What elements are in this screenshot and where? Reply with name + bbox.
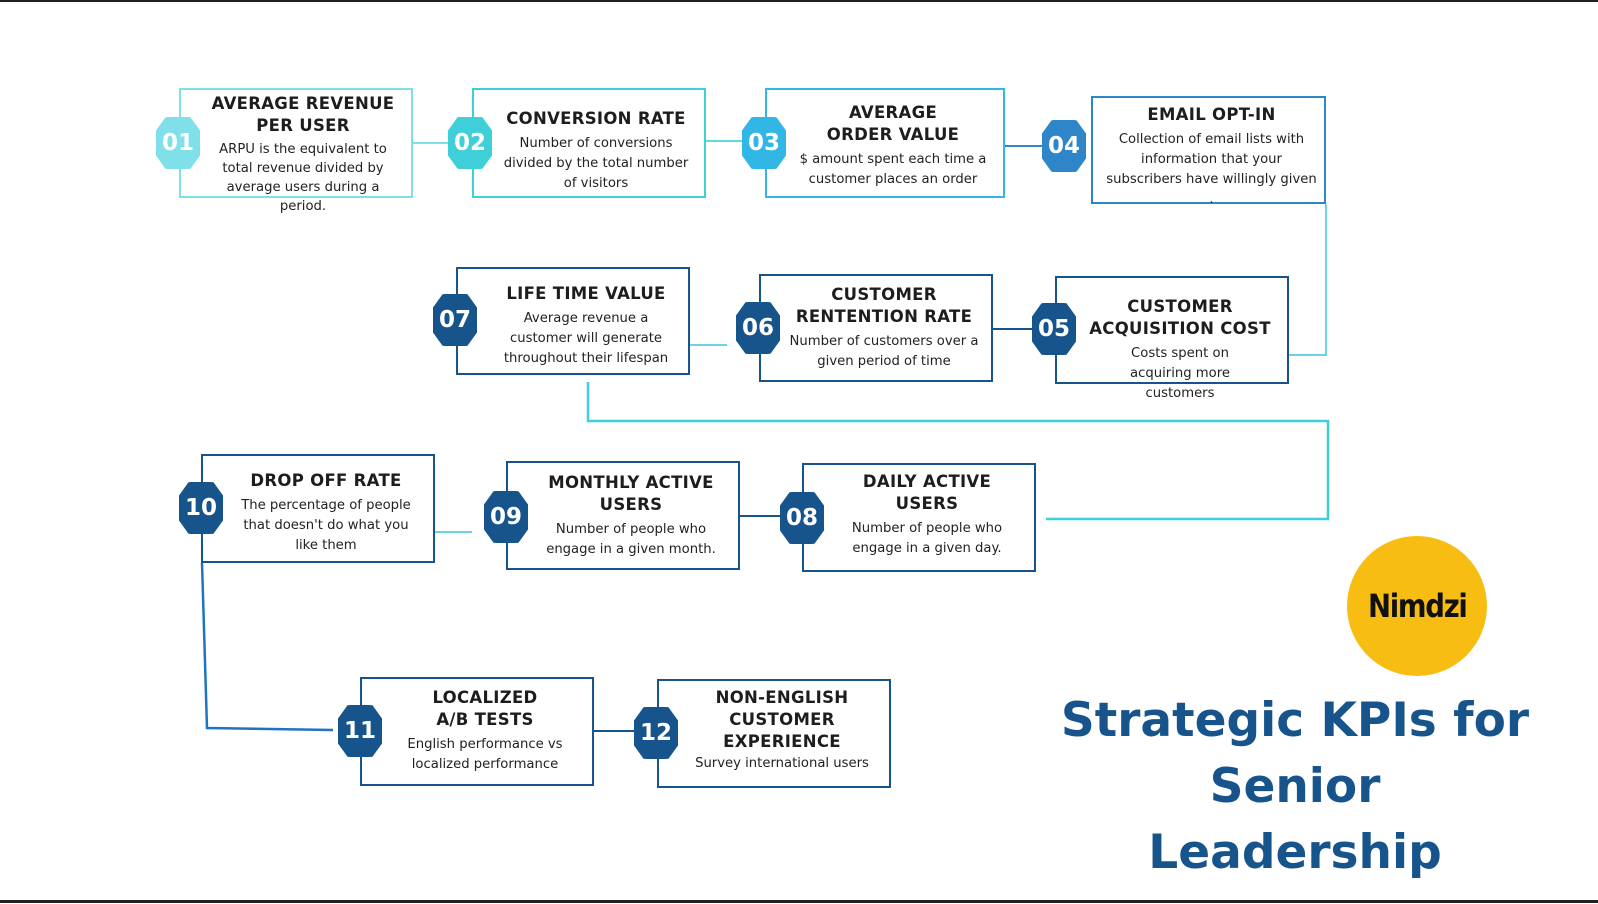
kpi-title: CUSTOMER ACQUISITION COST: [1089, 297, 1271, 338]
nimdzi-logo: Nimdzi: [1347, 536, 1487, 676]
bottom-border: [0, 900, 1598, 903]
kpi-description: Number of people who engage in a given d…: [851, 521, 1003, 556]
connector-07-08: [586, 382, 1330, 521]
kpi-description: Number of people who engage in a given m…: [546, 522, 716, 557]
kpi-number-badge: 05: [1032, 303, 1076, 355]
page-title: Strategic KPIs for Senior Leadership: [1060, 688, 1530, 886]
kpi-number-badge: 11: [338, 705, 382, 757]
kpi-title: NON-ENGLISH CUSTOMER EXPERIENCE: [715, 688, 849, 751]
kpi-card-06: CUSTOMER RENTENTION RATE Number of custo…: [759, 274, 993, 382]
kpi-description: Collection of email lists with informati…: [1106, 132, 1317, 207]
kpi-description: ARPU is the equivalent to total revenue …: [219, 142, 387, 214]
kpi-number-badge: 04: [1042, 120, 1086, 172]
kpi-number-badge: 01: [156, 117, 200, 169]
kpi-title: DROP OFF RATE: [250, 471, 402, 490]
logo-text: Nimdzi: [1367, 587, 1468, 625]
kpi-number-badge: 06: [736, 302, 780, 354]
kpi-card-05: CUSTOMER ACQUISITION COST Costs spent on…: [1055, 276, 1289, 401]
kpi-number-badge: 10: [179, 482, 223, 534]
connector-10-11: [200, 562, 334, 732]
kpi-card-12: NON-ENGLISH CUSTOMER EXPERIENCE Survey i…: [657, 679, 891, 788]
kpi-number-badge: 02: [448, 117, 492, 169]
kpi-card-03: AVERAGE ORDER VALUE $ amount spent each …: [765, 88, 1005, 198]
kpi-title: LIFE TIME VALUE: [506, 284, 666, 303]
kpi-title: EMAIL OPT-IN: [1147, 105, 1276, 124]
kpi-card-11: LOCALIZED A/B TESTS English performance …: [360, 677, 594, 786]
kpi-description: Number of customers over a given period …: [789, 334, 979, 369]
kpi-title: MONTHLY ACTIVE USERS: [548, 473, 714, 514]
kpi-card-09: MONTHLY ACTIVE USERS Number of people wh…: [506, 461, 740, 570]
top-border: [0, 0, 1598, 2]
kpi-number-badge: 12: [634, 707, 678, 759]
kpi-description: Average revenue a customer will generate…: [503, 311, 669, 366]
kpi-title: CONVERSION RATE: [506, 109, 686, 128]
kpi-title: AVERAGE ORDER VALUE: [826, 103, 960, 144]
kpi-number-badge: 08: [780, 492, 824, 544]
connector-04-05: [1289, 204, 1327, 356]
kpi-description: $ amount spent each time a customer plac…: [799, 152, 987, 187]
page-title-line-2: Senior Leadership: [1148, 759, 1442, 880]
kpi-card-01: AVERAGE REVENUE PER USER ARPU is the equ…: [179, 88, 413, 214]
page-title-line-1: Strategic KPIs for: [1060, 693, 1530, 748]
kpi-number-badge: 07: [433, 294, 477, 346]
kpi-card-10: DROP OFF RATE The percentage of people t…: [201, 454, 435, 563]
kpi-card-04: EMAIL OPT-IN Collection of email lists w…: [1091, 96, 1326, 207]
kpi-description: Number of conversions divided by the tot…: [503, 136, 689, 191]
kpi-description: Costs spent on acquiring more customers: [1130, 346, 1230, 401]
kpi-title: AVERAGE REVENUE PER USER: [211, 94, 395, 135]
kpi-number-badge: 03: [742, 117, 786, 169]
kpi-title: CUSTOMER RENTENTION RATE: [795, 285, 973, 326]
kpi-description: Survey international users: [695, 756, 869, 771]
kpi-title: DAILY ACTIVE USERS: [862, 472, 992, 513]
kpi-number-badge: 09: [484, 491, 528, 543]
kpi-description: The percentage of people that doesn't do…: [241, 498, 411, 553]
kpi-card-08: DAILY ACTIVE USERS Number of people who …: [802, 463, 1036, 572]
kpi-card-07: LIFE TIME VALUE Average revenue a custom…: [456, 267, 690, 375]
kpi-card-02: CONVERSION RATE Number of conversions di…: [472, 88, 706, 198]
kpi-description: English performance vs localized perform…: [407, 737, 563, 772]
kpi-title: LOCALIZED A/B TESTS: [432, 688, 538, 729]
